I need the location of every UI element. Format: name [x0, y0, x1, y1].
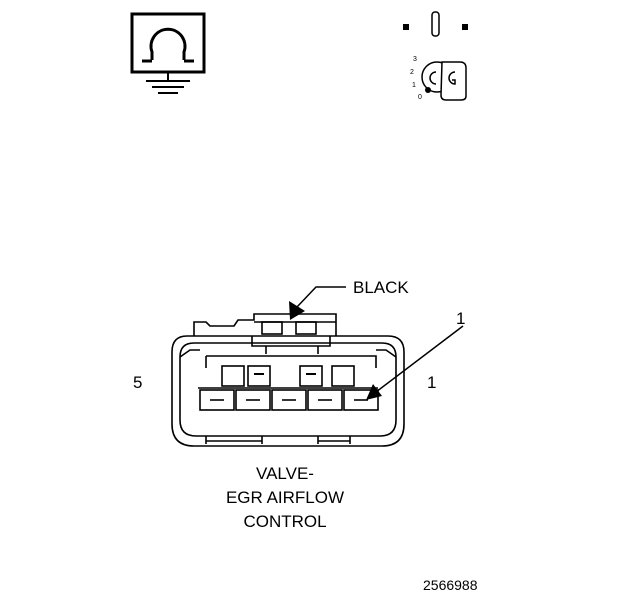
figure-number: 2566988: [423, 577, 478, 593]
component-name-line-2: EGR AIRFLOW: [225, 488, 345, 507]
key-position-3: 3: [413, 56, 417, 63]
component-name-line-3: CONTROL: [243, 512, 327, 531]
key-position-0: 0: [418, 94, 422, 101]
key-position-1: 1: [412, 82, 416, 89]
component-name-line-1: VALVE-: [256, 464, 314, 483]
connector-color-label: BLACK: [353, 278, 409, 297]
key-position-2: 2: [410, 69, 414, 76]
left-cavity-number: 5: [133, 373, 143, 392]
component-name: VALVE- EGR AIRFLOW CONTROL: [185, 462, 385, 534]
pin-callout-label: 1: [456, 309, 466, 328]
right-cavity-number: 1: [427, 373, 437, 392]
